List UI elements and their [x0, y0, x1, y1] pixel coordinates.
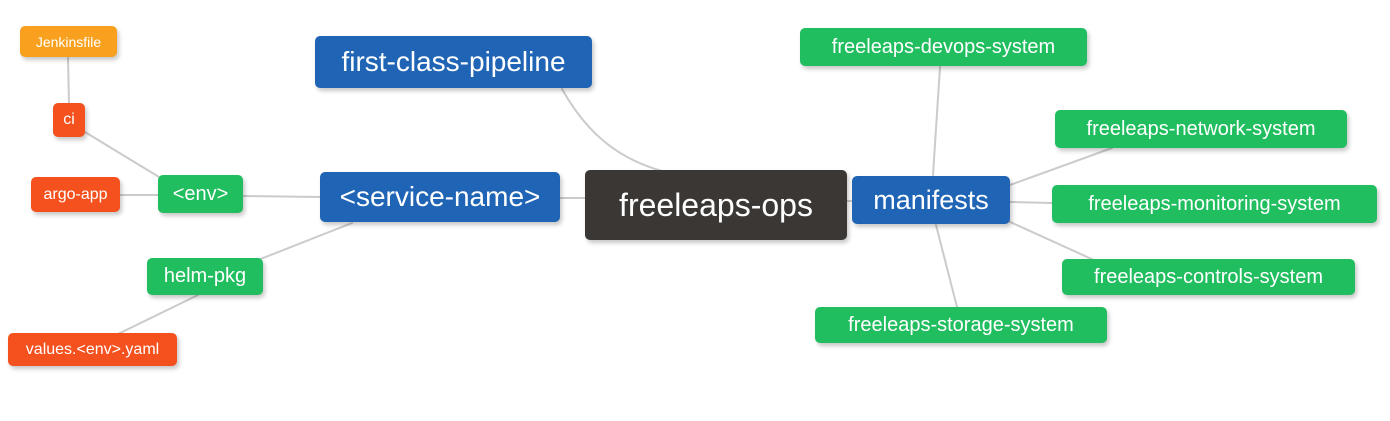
node-freeleaps-storage-system[interactable]: freeleaps-storage-system	[815, 307, 1107, 343]
node-freeleaps-controls-system[interactable]: freeleaps-controls-system	[1062, 259, 1355, 295]
node-freeleaps-network-system[interactable]: freeleaps-network-system	[1055, 110, 1347, 148]
edge-manifests-storage	[935, 224, 958, 308]
edge-pipeline-ops	[561, 88, 663, 172]
edge-ci-env	[84, 131, 160, 178]
edge-manifests-devops	[932, 66, 941, 176]
node-env[interactable]: <env>	[158, 175, 243, 213]
node-freeleaps-ops[interactable]: freeleaps-ops	[585, 170, 847, 240]
node-freeleaps-monitoring-system[interactable]: freeleaps-monitoring-system	[1052, 185, 1377, 223]
edge-env-service-name	[242, 195, 321, 198]
edge-jenkinsfile-ci	[67, 57, 70, 105]
node-ci[interactable]: ci	[53, 103, 85, 137]
edge-manifests-network	[1009, 147, 1113, 186]
node-jenkinsfile[interactable]: Jenkinsfile	[20, 26, 117, 57]
edge-service-name-helm-pkg	[257, 222, 353, 261]
node-manifests[interactable]: manifests	[852, 176, 1010, 224]
node-freeleaps-devops-system[interactable]: freeleaps-devops-system	[800, 28, 1087, 66]
node-service-name[interactable]: <service-name>	[320, 172, 560, 222]
node-helm-pkg[interactable]: helm-pkg	[147, 258, 263, 295]
node-first-class-pipeline[interactable]: first-class-pipeline	[315, 36, 592, 88]
edge-manifests-monitoring	[1009, 201, 1053, 204]
node-argo-app[interactable]: argo-app	[31, 177, 120, 212]
node-values-env-yaml[interactable]: values.<env>.yaml	[8, 333, 177, 366]
edge-manifests-controls	[1007, 220, 1097, 262]
edge-helm-pkg-values	[117, 294, 199, 335]
